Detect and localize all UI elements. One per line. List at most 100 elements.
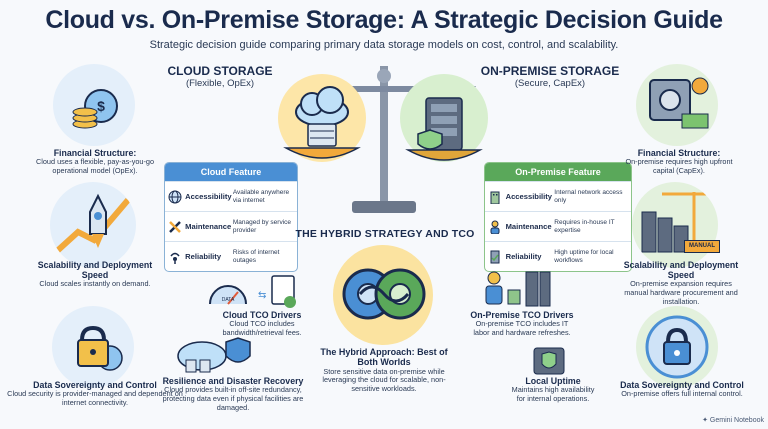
- row-value: Managed by service provider: [232, 218, 292, 234]
- it-worker-icon: [487, 271, 501, 285]
- cloud-sovereignty-block: Data Sovereignty and Control Cloud secur…: [5, 380, 185, 408]
- rocket-growth-icon: [53, 193, 131, 255]
- watermark: ✦ Gemini Notebook: [692, 416, 764, 424]
- cloud-tco-block: Cloud TCO Drivers Cloud TCO includes ban…: [212, 310, 312, 338]
- onprem-sovereignty-desc: On-premise offers full internal control.: [621, 389, 743, 399]
- row-key: Reliability: [185, 252, 222, 261]
- cloud-scalability-desc: Cloud scales instantly on demand.: [39, 279, 151, 289]
- resilience-title: Resilience and Disaster Recovery: [162, 376, 304, 386]
- row-key: Accessibility: [185, 192, 232, 201]
- onprem-header-sub: (Secure, CapEx): [514, 78, 586, 89]
- svg-text:$: $: [97, 98, 105, 114]
- cloud-sovereignty-desc: Cloud security is provider-managed and d…: [7, 389, 183, 407]
- onprem-tco-illustration: [485, 271, 551, 307]
- onprem-financial-block: Financial Structure: On-premise requires…: [616, 148, 742, 176]
- cloud-header-sub: (Flexible, OpEx): [185, 78, 255, 89]
- cloud-financial-icon-circle: $: [53, 64, 135, 146]
- padlock-globe-icon: [77, 325, 123, 371]
- onprem-header-title: ON-PREMISE STORAGE: [480, 64, 620, 78]
- onprem-scalability-block: Scalability and Deployment Speed On-prem…: [618, 260, 744, 306]
- onprem-financial-title: Financial Structure:: [637, 148, 721, 158]
- onprem-tco-title: On-Premise TCO Drivers: [470, 310, 574, 320]
- onprem-tco-block: On-Premise TCO Drivers On-premise TCO in…: [468, 310, 576, 338]
- table-row: Reliability Risks of internet outages: [165, 241, 297, 271]
- cloud-header-title: CLOUD STORAGE: [167, 64, 273, 78]
- onprem-scalability-title: Scalability and Deployment Speed: [623, 260, 739, 281]
- watermark-text: Gemini Notebook: [709, 417, 764, 424]
- onprem-financial-icon-circle: [636, 64, 718, 146]
- cloud-tco-desc: Cloud TCO includes bandwidth/retrieval f…: [222, 319, 302, 337]
- hybrid-block: The Hybrid Approach: Best of Both Worlds…: [320, 347, 448, 394]
- resilience-desc: Cloud provides built-in off-site redunda…: [162, 385, 304, 412]
- row-value: High uptime for local workflows: [554, 248, 614, 264]
- scale-base: [352, 201, 416, 213]
- cloud-financial-desc: Cloud uses a flexible, pay-as-you-go ope…: [35, 157, 155, 175]
- cloud-financial-title: Financial Structure:: [53, 148, 137, 158]
- cloud-pan: [283, 147, 361, 159]
- uptime-desc: Maintains high availability for internal…: [511, 385, 595, 403]
- shield-icon: [225, 337, 251, 363]
- cloud-feature-table: Cloud Feature Accessibility Available an…: [164, 162, 298, 272]
- padlock-icon: [645, 315, 709, 379]
- infinity-icon: [358, 285, 410, 303]
- server-rack-icon: [525, 271, 539, 307]
- scale-pillar: [380, 66, 388, 201]
- row-key: Maintenance: [505, 222, 552, 231]
- cloud-tco-title: Cloud TCO Drivers: [222, 310, 302, 320]
- toolbox-icon: [507, 289, 521, 305]
- page-subtitle: Strategic decision guide comparing prima…: [149, 39, 619, 51]
- table-row: Accessibility Internal network access on…: [485, 181, 631, 211]
- transfer-arrow-icon: ⇆: [258, 290, 266, 301]
- cloud-scalability-icon-circle: [50, 182, 136, 268]
- row-value: Available anywhere via internet: [232, 188, 290, 204]
- row-value: Requires in-house IT expertise: [554, 218, 615, 234]
- onprem-pan: [405, 149, 483, 161]
- table-row: Reliability High uptime for local workfl…: [485, 241, 631, 271]
- server-icon: [417, 97, 463, 151]
- onprem-sovereignty-block: Data Sovereignty and Control On-premise …: [612, 380, 752, 399]
- uptime-title: Local Uptime: [525, 376, 581, 386]
- building-icon: [485, 190, 506, 204]
- wrench-icon: [165, 220, 185, 234]
- onprem-feature-table: On-Premise Feature Accessibility Interna…: [484, 162, 632, 272]
- balance-scale-illustration: [278, 66, 488, 213]
- refresh-icon: [284, 296, 296, 308]
- globe-icon: [165, 190, 185, 204]
- coins-cloud-icon: $: [72, 89, 118, 129]
- hybrid-banner: THE HYBRID STRATEGY AND TCO: [295, 228, 475, 240]
- resilience-illustration: [177, 337, 251, 373]
- table-row: Maintenance Managed by service provider: [165, 211, 297, 241]
- shield-check-icon: [541, 351, 557, 369]
- onprem-financial-desc: On-premise requires high upfront capital…: [625, 157, 733, 175]
- uptime-server-icon: [533, 347, 565, 375]
- hybrid-desc: Store sensitive data on-premise while le…: [322, 366, 446, 394]
- row-value: Risks of internet outages: [232, 248, 280, 264]
- table-row: Accessibility Available anywhere via int…: [165, 181, 297, 211]
- resilience-block: Resilience and Disaster Recovery Cloud p…: [152, 376, 314, 412]
- cloud-tco-illustration: DATA ⇆: [209, 275, 296, 308]
- crane-servers-icon: [641, 192, 710, 253]
- server-check-icon: [485, 250, 506, 264]
- cloud-financial-block: Financial Structure: Cloud uses a flexib…: [25, 148, 165, 176]
- uptime-block: Local Uptime Maintains high availability…: [510, 376, 596, 404]
- gauge-label: DATA: [222, 297, 235, 303]
- onprem-tco-desc: On-premise TCO includes IT labor and har…: [473, 319, 571, 337]
- row-key: Reliability: [505, 252, 542, 261]
- onprem-sovereignty-icon-circle: [636, 306, 718, 388]
- hybrid-title: The Hybrid Approach: Best of Both Worlds: [320, 347, 448, 368]
- cloud-scalability-title: Scalability and Deployment Speed: [37, 260, 153, 281]
- onprem-scalability-icon-circle: [632, 182, 718, 268]
- onprem-table-header: On-Premise Feature: [485, 163, 631, 181]
- manual-sign: MANUAL: [684, 240, 720, 253]
- onprem-scalability-desc: On-premise expansion requires manual har…: [624, 279, 738, 306]
- scale-top: [377, 69, 391, 83]
- technician-icon: [485, 220, 506, 234]
- signal-icon: [165, 250, 185, 264]
- vault-money-icon: [649, 77, 709, 129]
- row-key: Accessibility: [505, 192, 553, 201]
- onprem-header: ON-PREMISE STORAGE (Secure, CapEx): [480, 64, 620, 89]
- row-value: Internal network access only: [554, 188, 623, 204]
- gauge-icon: [209, 285, 247, 305]
- sparkle-icon: ✦: [702, 417, 708, 424]
- cloud-table-header: Cloud Feature: [165, 163, 297, 181]
